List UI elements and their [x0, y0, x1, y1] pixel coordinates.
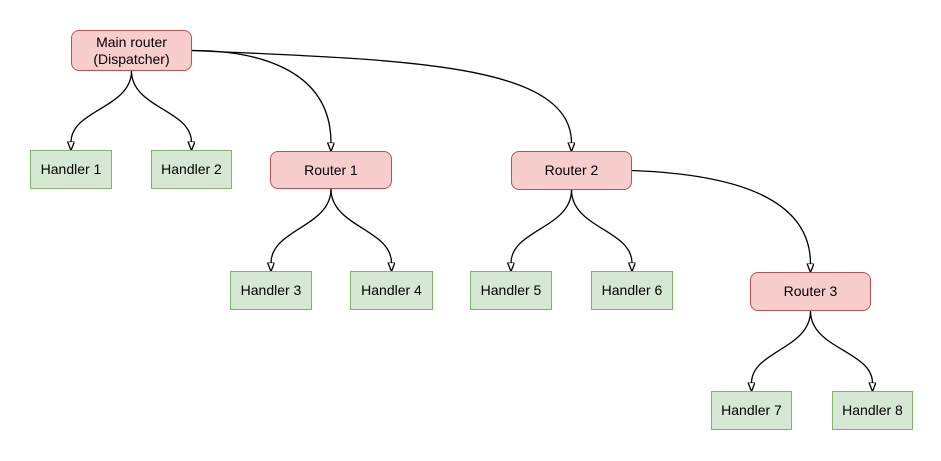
node-handler-8: Handler 8 [832, 391, 913, 430]
node-handler-6: Handler 6 [591, 271, 673, 310]
edge-router3-to-handler7 [752, 310, 812, 383]
node-handler-5: Handler 5 [470, 271, 552, 310]
node-handler-1: Handler 1 [30, 150, 112, 189]
edge-router3-to-handler8 [809, 310, 873, 383]
node-router-2: Router 2 [511, 151, 632, 190]
edge-main-to-router2 [191, 49, 572, 144]
node-handler-7: Handler 7 [711, 391, 792, 430]
edge-router2-to-handler5 [511, 189, 573, 263]
edge-main-to-router1 [191, 49, 331, 144]
node-router-3: Router 3 [750, 272, 871, 311]
node-handler-4: Handler 4 [350, 271, 433, 310]
edge-router2-to-router3 [631, 169, 811, 265]
node-handler-3: Handler 3 [230, 271, 312, 310]
edge-router1-to-handler4 [330, 188, 392, 263]
edge-router1-to-handler3 [271, 188, 332, 263]
edge-router2-to-handler6 [570, 189, 633, 263]
edge-main-to-handler1 [71, 70, 133, 142]
node-main-router: Main router (Dispatcher) [71, 30, 192, 71]
node-handler-2: Handler 2 [151, 150, 232, 189]
edge-main-to-handler2 [130, 70, 192, 142]
node-router-1: Router 1 [270, 151, 392, 189]
